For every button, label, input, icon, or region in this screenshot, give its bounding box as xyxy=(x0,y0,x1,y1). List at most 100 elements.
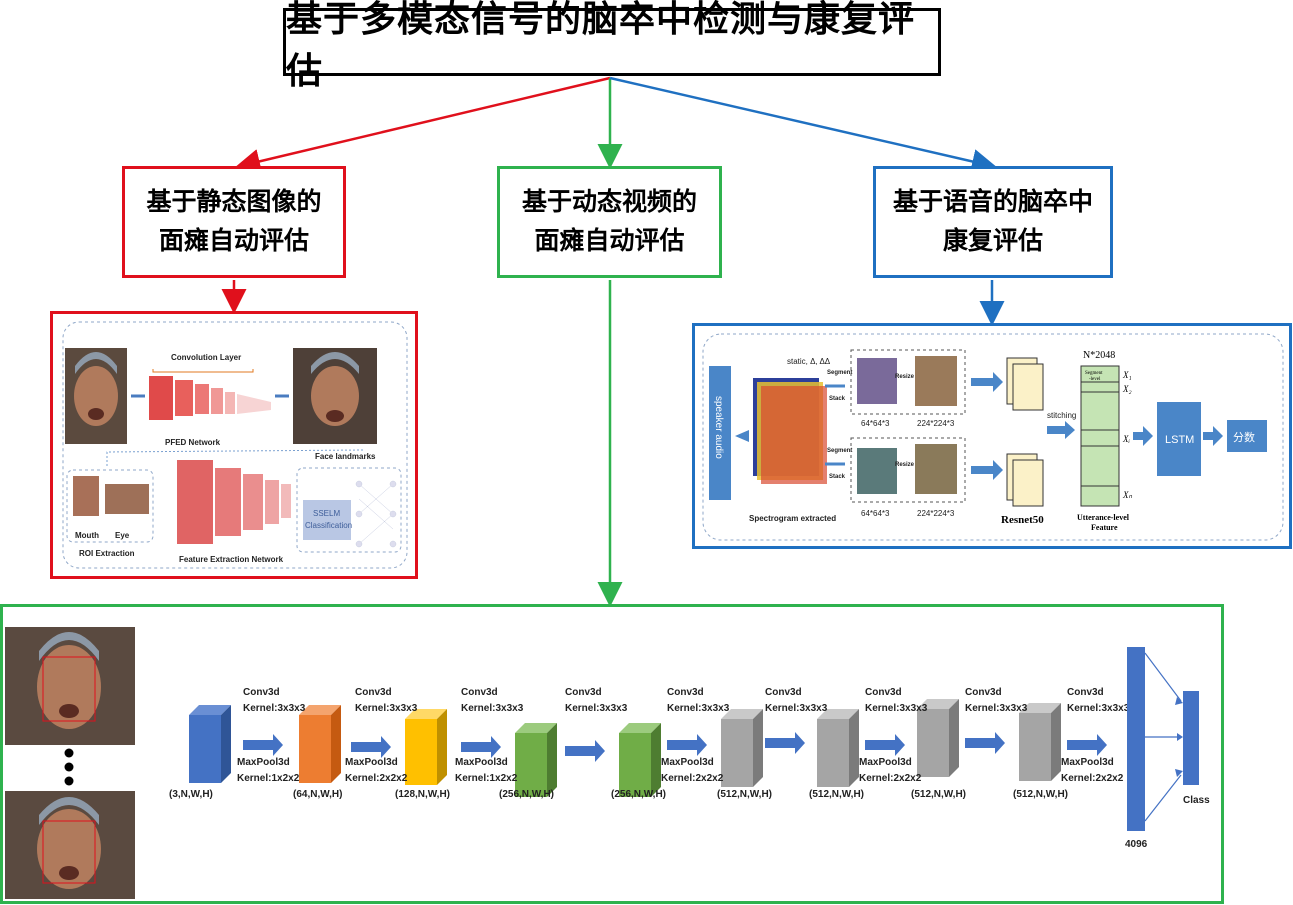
sselm-box xyxy=(303,500,351,540)
conv3d-label: Conv3d xyxy=(1067,687,1104,698)
x1-label: X₁ xyxy=(1122,370,1132,380)
segment-level-label-2: -level xyxy=(1089,377,1101,382)
c3d-network: (3,N,W,H)(64,N,W,H)(128,N,W,H)(256,N,W,H… xyxy=(169,687,1130,800)
size224-top: 224*224*3 xyxy=(917,419,955,428)
utterance-label-1: Utterance-level xyxy=(1077,513,1130,522)
score-label: 分数 xyxy=(1233,431,1255,444)
tensor-dim-label: (128,N,W,H) xyxy=(395,789,450,800)
static-image-panel: Convolution Layer PFED Network Face land… xyxy=(50,311,418,579)
static-panel-figure: Convolution Layer PFED Network Face land… xyxy=(62,321,408,569)
video-panel: (3,N,W,H)(64,N,W,H)(128,N,W,H)(256,N,W,H… xyxy=(0,604,1224,904)
roi-label: ROI Extraction xyxy=(79,549,135,558)
resize-label-top: Resize xyxy=(895,374,915,380)
mouth-label: Mouth xyxy=(75,531,99,540)
fc-4096-label: 4096 xyxy=(1125,839,1148,850)
conv3d-block xyxy=(817,709,859,787)
conv3d-block xyxy=(721,709,763,787)
video-frame-bottom-icon xyxy=(5,791,135,899)
conv3d-label: Conv3d xyxy=(355,687,392,698)
speaker-audio-label: speaker audio xyxy=(713,396,724,459)
kernel-label: Kernel:3x3x3 xyxy=(243,703,306,714)
segment-label-bottom: Segment xyxy=(827,448,852,454)
conv3d-block xyxy=(619,723,661,797)
stack-label-top: Stack xyxy=(829,396,846,402)
face-landmarks-photo-icon xyxy=(293,348,377,444)
pipeline-arrow xyxy=(351,736,391,758)
tensor-dim-label: (512,N,W,H) xyxy=(717,789,772,800)
stack-label-bottom: Stack xyxy=(829,474,846,480)
segment-label-top: Segment xyxy=(827,370,852,376)
pipeline-arrow xyxy=(243,734,283,756)
lstm-label: LSTM xyxy=(1165,434,1194,446)
xi-label: Xᵢ xyxy=(1122,434,1130,444)
kernel-label: Kernel:3x3x3 xyxy=(1067,703,1130,714)
sselm-label: SSELM xyxy=(313,509,340,518)
segment-image-small-top xyxy=(857,358,897,404)
resnet-stack-top xyxy=(1006,357,1044,411)
fc-4096-layer xyxy=(1127,647,1145,831)
maxpool-kernel-label: Kernel:2x2x2 xyxy=(661,773,724,784)
feature-extraction-stack xyxy=(177,460,291,544)
conv3d-label: Conv3d xyxy=(243,687,280,698)
size64-bottom: 64*64*3 xyxy=(861,509,890,518)
pfed-label: PFED Network xyxy=(165,438,221,447)
conv3d-label: Conv3d xyxy=(965,687,1002,698)
kernel-label: Kernel:3x3x3 xyxy=(565,703,628,714)
branch-speech: 基于语音的脑卒中 康复评估 xyxy=(873,166,1113,278)
branch-speech-line2: 康复评估 xyxy=(942,226,1043,255)
tensor-dim-label: (256,N,W,H) xyxy=(611,789,666,800)
lstm-box xyxy=(1157,402,1201,476)
maxpool-kernel-label: Kernel:2x2x2 xyxy=(1061,773,1124,784)
conv3d-label: Conv3d xyxy=(565,687,602,698)
tensor-dim-label: (64,N,W,H) xyxy=(293,789,342,800)
kernel-label: Kernel:3x3x3 xyxy=(865,703,928,714)
pipeline-arrow xyxy=(565,740,605,762)
speech-panel-figure: speaker audio static, Δ, ΔΔ Spectrogram … xyxy=(702,333,1284,541)
segment-image-large-bottom xyxy=(915,444,957,494)
maxpool-kernel-label: Kernel:2x2x2 xyxy=(859,773,922,784)
class-label: Class xyxy=(1183,795,1210,806)
resnet-label: Resnet50 xyxy=(1001,514,1044,526)
branch-static-image: 基于静态图像的 面瘫自动评估 xyxy=(122,166,346,278)
resnet-stack-bottom xyxy=(1006,453,1044,507)
arrow-title-to-speech xyxy=(609,76,997,174)
tensor-dim-label: (512,N,W,H) xyxy=(809,789,864,800)
x2-label: X₂ xyxy=(1122,384,1132,394)
spectrogram-icon xyxy=(753,378,827,484)
conv3d-label: Conv3d xyxy=(765,687,802,698)
tensor-dim-label: (512,N,W,H) xyxy=(911,789,966,800)
conv3d-block xyxy=(1019,703,1061,781)
conv3d-block xyxy=(189,705,231,783)
branch-static-line2: 面瘫自动评估 xyxy=(158,226,309,255)
spectrogram-label: Spectrogram extracted xyxy=(749,514,836,523)
main-title: 基于多模态信号的脑卒中检测与康复评估 xyxy=(283,0,941,92)
n2048-label: N*2048 xyxy=(1083,350,1115,361)
resize-label-bottom: Resize xyxy=(895,462,915,468)
tensor-dim-label: (256,N,W,H) xyxy=(499,789,554,800)
fc-connections xyxy=(1144,652,1182,822)
branch-static-line1: 基于静态图像的 xyxy=(146,187,322,217)
maxpool-kernel-label: Kernel:1x2x2 xyxy=(237,773,300,784)
speaker-audio-bar xyxy=(709,366,731,500)
branch-video-line2: 面瘫自动评估 xyxy=(534,226,685,255)
size224-bottom: 224*224*3 xyxy=(917,509,955,518)
kernel-label: Kernel:3x3x3 xyxy=(765,703,828,714)
maxpool-label: MaxPool3d xyxy=(237,757,290,768)
pipeline-arrow xyxy=(1067,734,1107,756)
video-panel-figure: (3,N,W,H)(64,N,W,H)(128,N,W,H)(256,N,W,H… xyxy=(5,627,1210,899)
conv3d-block xyxy=(515,723,557,797)
conv3d-block xyxy=(405,709,447,785)
pipeline-arrow xyxy=(965,732,1005,754)
kernel-label: Kernel:3x3x3 xyxy=(355,703,418,714)
kernel-label: Kernel:3x3x3 xyxy=(667,703,730,714)
maxpool-label: MaxPool3d xyxy=(345,757,398,768)
maxpool-label: MaxPool3d xyxy=(859,757,912,768)
conv3d-block xyxy=(917,699,959,777)
neural-net-icon xyxy=(355,480,397,548)
conv3d-block xyxy=(299,705,341,783)
stitching-label: stitching xyxy=(1047,411,1076,420)
eye-crop-icon xyxy=(105,484,149,514)
conv3d-label: Conv3d xyxy=(667,687,704,698)
conv-layer-stack xyxy=(149,376,271,420)
